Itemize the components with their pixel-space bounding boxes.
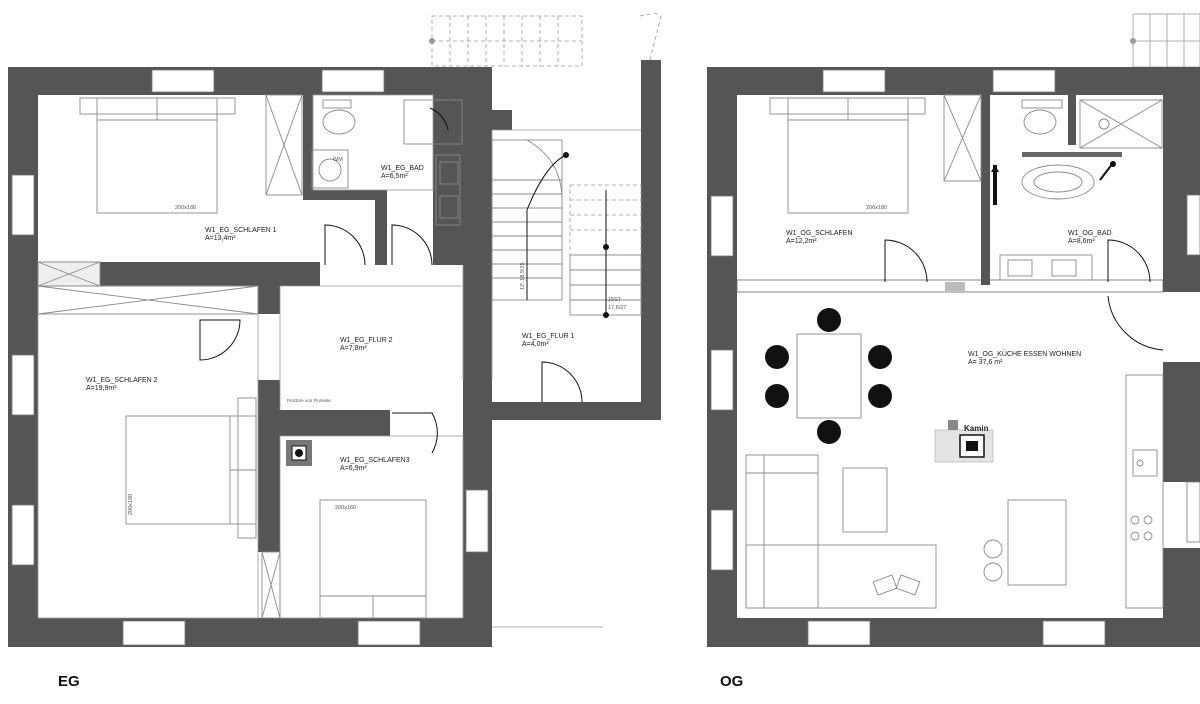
- og-kamin: Kamin: [934, 420, 994, 463]
- eg-exterior-walls: [8, 60, 661, 647]
- eg-room-schlafen1-name: W1_EG_SCHLAFEN 1: [205, 227, 277, 234]
- eg-room-bad-area: A=6,5m²: [381, 173, 408, 180]
- eg-bed-2-size: 200x180: [128, 494, 134, 515]
- og-room-labels: W1_OG_SCHLAFEN A=12,2m² W1_OG_BAD A=8,6m…: [786, 230, 1112, 366]
- og-bed: 200x180: [769, 97, 926, 214]
- eg-room-labels: W1_EG_SCHLAFEN 1 A=13,4m² W1_EG_BAD A=6,…: [86, 165, 575, 472]
- eg-room-schlafen3-name: W1_EG_SCHLAFEN3: [340, 457, 410, 464]
- eg-room-schlafen1-area: A=13,4m²: [205, 235, 236, 242]
- eg-room-schlafen3-area: A=6,9m²: [340, 465, 367, 472]
- eg-wardrobes: [37, 94, 303, 619]
- og-chairs: [765, 308, 892, 444]
- eg-bed-2: 200x180: [125, 397, 257, 539]
- eg-bed-1-size: 200x180: [175, 205, 196, 211]
- og-doors: [884, 239, 1164, 351]
- eg-shower-note: Glass: [447, 100, 461, 106]
- og-wardrobe: [943, 94, 982, 182]
- og-bathroom-fixtures: [991, 99, 1163, 281]
- eg-room-flur1-name: W1_EG_FLUR 1: [522, 333, 575, 340]
- og-windows: [710, 69, 1200, 646]
- og-title: OG: [720, 673, 743, 690]
- eg-floor-plan: 200x180 200x180 200x160 Glass WM: [8, 13, 662, 690]
- eg-stove: Putztüre von Flurseite: [286, 398, 331, 466]
- eg-bed-3-size: 200x160: [335, 505, 356, 511]
- eg-room-flur2-name: W1_EG_FLUR 2: [340, 337, 393, 344]
- eg-interior-walls: [37, 95, 463, 552]
- eg-room-flur2-area: A=7,8m²: [340, 345, 367, 352]
- og-kitchen: [983, 374, 1164, 609]
- eg-stairs: 12\ 18,9/25 15ST 17,6/27: [491, 139, 642, 318]
- eg-stove-note: Putztüre von Flurseite: [287, 398, 331, 403]
- eg-room-schlafen2-name: W1_EG_SCHLAFEN 2: [86, 377, 158, 384]
- eg-wm-label: WM: [333, 157, 343, 163]
- og-exterior-stair: [1130, 13, 1200, 68]
- og-room-wohnen-area: A= 37,6 m²: [968, 359, 1003, 366]
- og-interior-walls: [736, 95, 1200, 293]
- og-sofa: [745, 454, 937, 609]
- eg-stair-ratio: 17,6/27: [608, 305, 626, 311]
- eg-stair-width: 12\ 18,9/25: [520, 262, 526, 290]
- og-floor-plan: 200x180: [707, 13, 1200, 690]
- og-kamin-label: Kamin: [964, 424, 989, 433]
- eg-thin-lines: [37, 94, 641, 619]
- eg-stair-steps: 15ST: [608, 297, 622, 303]
- og-room-bad-name: W1_OG_BAD: [1068, 230, 1112, 237]
- og-room-wohnen-name: W1_OG_KÜCHE ESSEN WOHNEN: [968, 350, 1081, 358]
- og-bed-size: 200x180: [866, 205, 887, 211]
- eg-bed-3: 200x160: [319, 499, 427, 619]
- eg-room-bad-name: W1_EG_BAD: [381, 165, 424, 172]
- eg-room-schlafen2-area: A=19,9m²: [86, 385, 117, 392]
- eg-doors: [199, 224, 583, 454]
- og-room-schlafen-area: A=12,2m²: [786, 238, 817, 245]
- eg-windows: [11, 69, 489, 646]
- og-room-bad-area: A=8,6m²: [1068, 238, 1095, 245]
- eg-exterior-stair: [429, 13, 662, 111]
- eg-bed-1: 200x180: [79, 97, 236, 214]
- eg-room-flur1-area: A=4,0m²: [522, 341, 549, 348]
- eg-bathroom-fixtures: Glass WM: [311, 99, 463, 226]
- eg-title: EG: [58, 673, 80, 690]
- og-dining: [765, 308, 892, 444]
- og-room-schlafen-name: W1_OG_SCHLAFEN: [786, 230, 853, 237]
